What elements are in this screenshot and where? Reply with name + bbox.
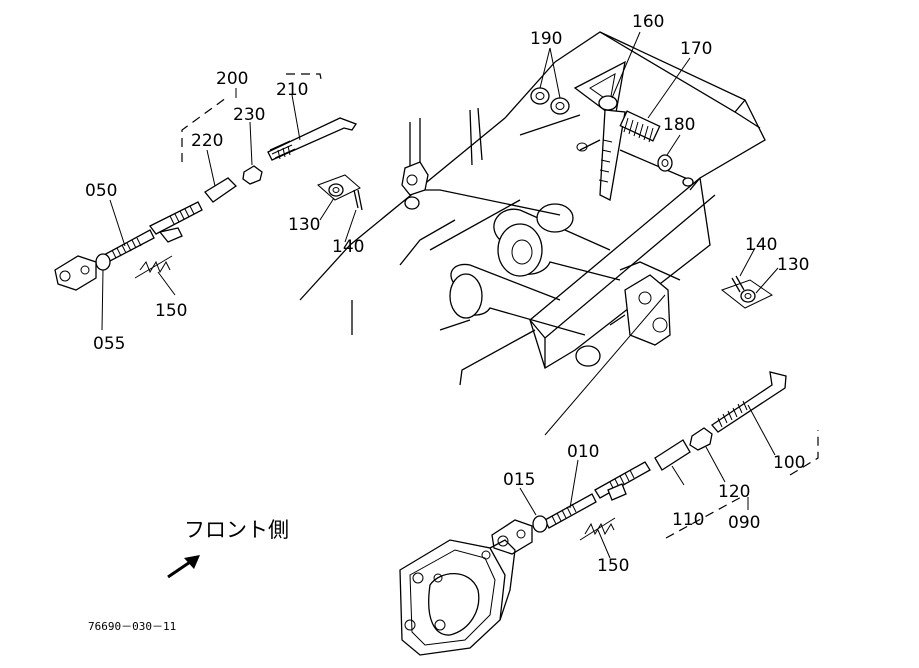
label-170: 170 xyxy=(680,39,712,59)
label-220: 220 xyxy=(191,131,223,151)
label-120: 120 xyxy=(718,482,750,502)
rod-assembly-200 xyxy=(54,117,363,291)
label-055: 055 xyxy=(93,334,125,354)
lever-160 xyxy=(573,60,626,201)
part-number-labels: 190 160 170 180 200 210 230 220 050 055 … xyxy=(85,12,809,576)
front-direction-arrow xyxy=(167,555,200,579)
drawing-number: 76690－030－11 xyxy=(88,620,176,633)
label-150-lower: 150 xyxy=(597,556,629,576)
label-010: 010 xyxy=(567,442,599,462)
label-200: 200 xyxy=(216,69,248,89)
label-210: 210 xyxy=(276,80,308,100)
grip-170 xyxy=(619,110,661,143)
label-180: 180 xyxy=(663,115,695,135)
label-130-right: 130 xyxy=(777,255,809,275)
front-side-caption: フロント側 xyxy=(184,518,289,542)
label-140-right: 140 xyxy=(745,235,777,255)
label-190: 190 xyxy=(530,29,562,49)
leader-lines xyxy=(101,31,779,559)
label-015: 015 xyxy=(503,470,535,490)
washers-190 xyxy=(530,87,570,115)
frame-structure xyxy=(299,31,766,436)
label-110: 110 xyxy=(672,510,704,530)
label-050: 050 xyxy=(85,181,117,201)
label-160: 160 xyxy=(632,12,664,32)
group-frame-200 xyxy=(181,73,323,162)
label-090: 090 xyxy=(728,513,760,533)
label-100: 100 xyxy=(773,453,805,473)
rod-assembly-090 xyxy=(491,275,787,555)
washer-180 xyxy=(657,154,673,172)
label-130-upper: 130 xyxy=(288,215,320,235)
group-frame-090 xyxy=(665,430,819,539)
lower-bracket xyxy=(399,539,516,656)
label-230: 230 xyxy=(233,105,265,125)
label-150-upper: 150 xyxy=(155,301,187,321)
label-140-upper: 140 xyxy=(332,237,364,257)
